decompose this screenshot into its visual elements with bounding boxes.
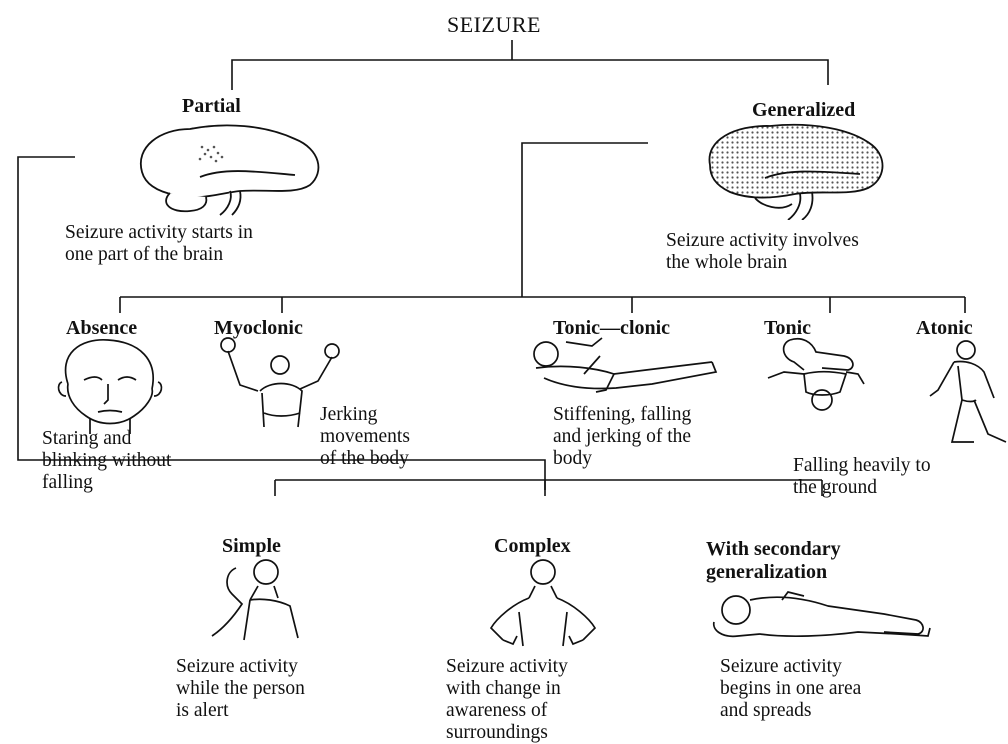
brain-whole-icon	[700, 120, 890, 220]
secondary-generalization-label: With secondary generalization	[706, 538, 841, 584]
tonic-clonic-description: Stiffening, falling and jerking of the b…	[553, 404, 691, 470]
generalized-types-connector	[120, 297, 965, 313]
myoclonic-description: Jerking movements of the body	[320, 404, 410, 470]
atonic-description: Falling heavily to the ground	[793, 455, 931, 499]
atonic-label: Atonic	[916, 318, 973, 338]
complex-description: Seizure activity with change in awarenes…	[446, 656, 568, 744]
partial-types-connector	[275, 480, 822, 496]
lying-person-icon	[526, 334, 726, 396]
dazed-person-icon	[483, 556, 603, 648]
alert-person-icon	[206, 556, 306, 644]
simple-label: Simple	[222, 536, 281, 556]
generalized-label: Generalized	[752, 100, 855, 120]
collapsed-person-icon	[708, 588, 938, 648]
absence-description: Staring and blinking without falling	[42, 428, 171, 494]
diagram-title: SEIZURE	[447, 14, 541, 36]
partial-description: Seizure activity starts in one part of t…	[65, 222, 253, 266]
secondary-generalization-description: Seizure activity begins in one area and …	[720, 656, 861, 722]
complex-label: Complex	[494, 536, 571, 556]
generalized-description: Seizure activity involves the whole brai…	[666, 230, 859, 274]
simple-description: Seizure activity while the person is ale…	[176, 656, 305, 722]
generalized-connector	[522, 143, 648, 297]
partial-label: Partial	[182, 96, 241, 116]
root-connector	[232, 40, 828, 90]
brain-partial-icon	[130, 117, 330, 217]
stiff-person-icon	[760, 334, 875, 412]
falling-person-icon	[918, 338, 1008, 446]
staring-face-icon	[40, 334, 180, 434]
